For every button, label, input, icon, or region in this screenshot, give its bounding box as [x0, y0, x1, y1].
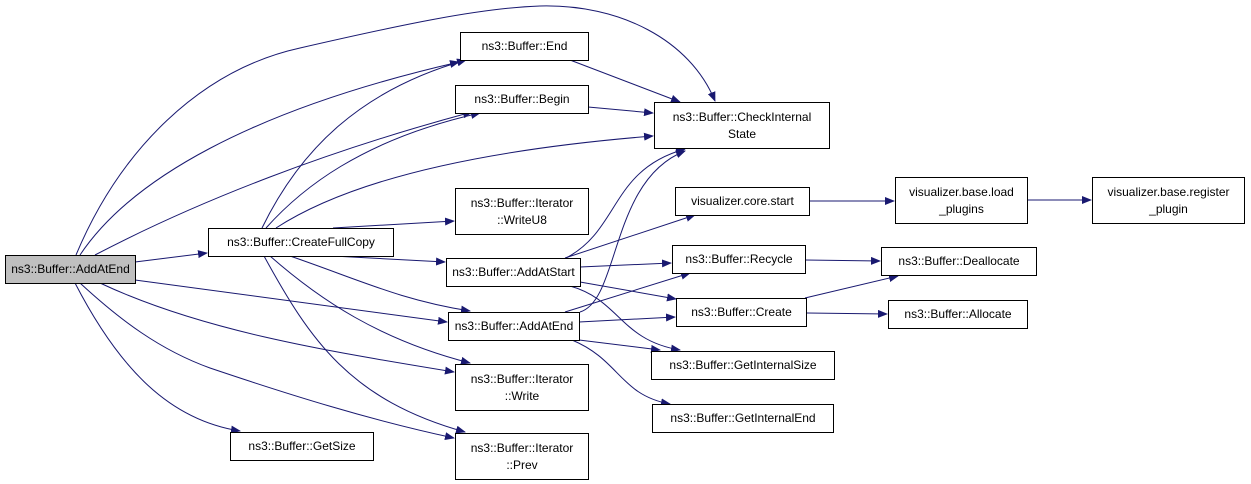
edge-cfc-prev	[263, 255, 466, 434]
edge-cfc-checkinternalstate	[275, 132, 654, 229]
node-begin[interactable]: ns3::Buffer::Begin	[455, 85, 589, 114]
edge-addatend-getinternalend	[571, 339, 671, 407]
node-root-addatend[interactable]: ns3::Buffer::AddAtEnd	[5, 255, 136, 284]
edge-addatend-recycle	[564, 271, 691, 313]
node-iterator-write[interactable]: ns3::Buffer::Iterator ::Write	[455, 364, 589, 411]
node-iterator-writeu8[interactable]: ns3::Buffer::Iterator ::WriteU8	[455, 188, 589, 235]
edge-root-end	[79, 60, 460, 256]
edge-addatstart-create	[579, 281, 677, 302]
edge-cfc-end	[261, 58, 467, 229]
node-checkinternalstate[interactable]: ns3::Buffer::CheckInternal State	[654, 102, 830, 149]
edge-end-checkinternalstate	[569, 59, 681, 103]
edge-addatend-create	[578, 313, 676, 323]
edge-create-allocate	[806, 309, 888, 318]
edge-cfc-write	[269, 255, 471, 365]
node-create[interactable]: ns3::Buffer::Create	[676, 298, 807, 327]
edge-addatstart-viscorestart	[564, 214, 696, 259]
edge-cfc-begin	[265, 111, 481, 229]
edge-addatend-getinternalsize	[578, 339, 661, 353]
edge-root-addatend	[134, 279, 448, 325]
node-iterator-prev[interactable]: ns3::Buffer::Iterator ::Prev	[455, 433, 589, 480]
edge-addatstart-checkinternalstate	[565, 147, 686, 259]
edge-root-getsize	[74, 282, 241, 434]
edge-root-createfullcopy	[134, 250, 208, 263]
node-visualizer-register-plugin[interactable]: visualizer.base.register _plugin	[1092, 177, 1245, 224]
node-visualizer-load-plugins[interactable]: visualizer.base.load _plugins	[895, 177, 1028, 224]
edge-root-prev	[79, 282, 455, 441]
node-allocate[interactable]: ns3::Buffer::Allocate	[888, 300, 1028, 329]
edge-root-write	[99, 282, 455, 375]
edge-recycle-deallocate	[804, 256, 881, 265]
node-end[interactable]: ns3::Buffer::End	[460, 32, 589, 61]
edge-cfc-addatstart	[332, 255, 446, 266]
node-recycle[interactable]: ns3::Buffer::Recycle	[672, 245, 806, 274]
edge-create-deallocate	[804, 274, 899, 299]
edge-root-begin	[94, 110, 473, 256]
node-getinternalend[interactable]: ns3::Buffer::GetInternalEnd	[652, 404, 834, 433]
edge-cfc-writeu8	[332, 217, 455, 229]
node-createfullcopy[interactable]: ns3::Buffer::CreateFullCopy	[208, 228, 394, 257]
node-deallocate[interactable]: ns3::Buffer::Deallocate	[881, 247, 1037, 276]
edge-begin-checkinternalstate	[587, 106, 654, 117]
edge-root-checkinternalstate	[75, 5, 716, 256]
node-addatstart[interactable]: ns3::Buffer::AddAtStart	[446, 258, 581, 287]
node-addatend[interactable]: ns3::Buffer::AddAtEnd	[448, 312, 580, 341]
node-visualizer-core-start[interactable]: visualizer.core.start	[675, 187, 810, 216]
node-getsize[interactable]: ns3::Buffer::GetSize	[230, 432, 374, 461]
edge-addatstart-recycle	[579, 259, 672, 268]
node-getinternalsize[interactable]: ns3::Buffer::GetInternalSize	[651, 351, 835, 380]
edge-cfc-addatend	[289, 255, 471, 314]
edge-addatend-checkinternalstate	[579, 150, 686, 313]
